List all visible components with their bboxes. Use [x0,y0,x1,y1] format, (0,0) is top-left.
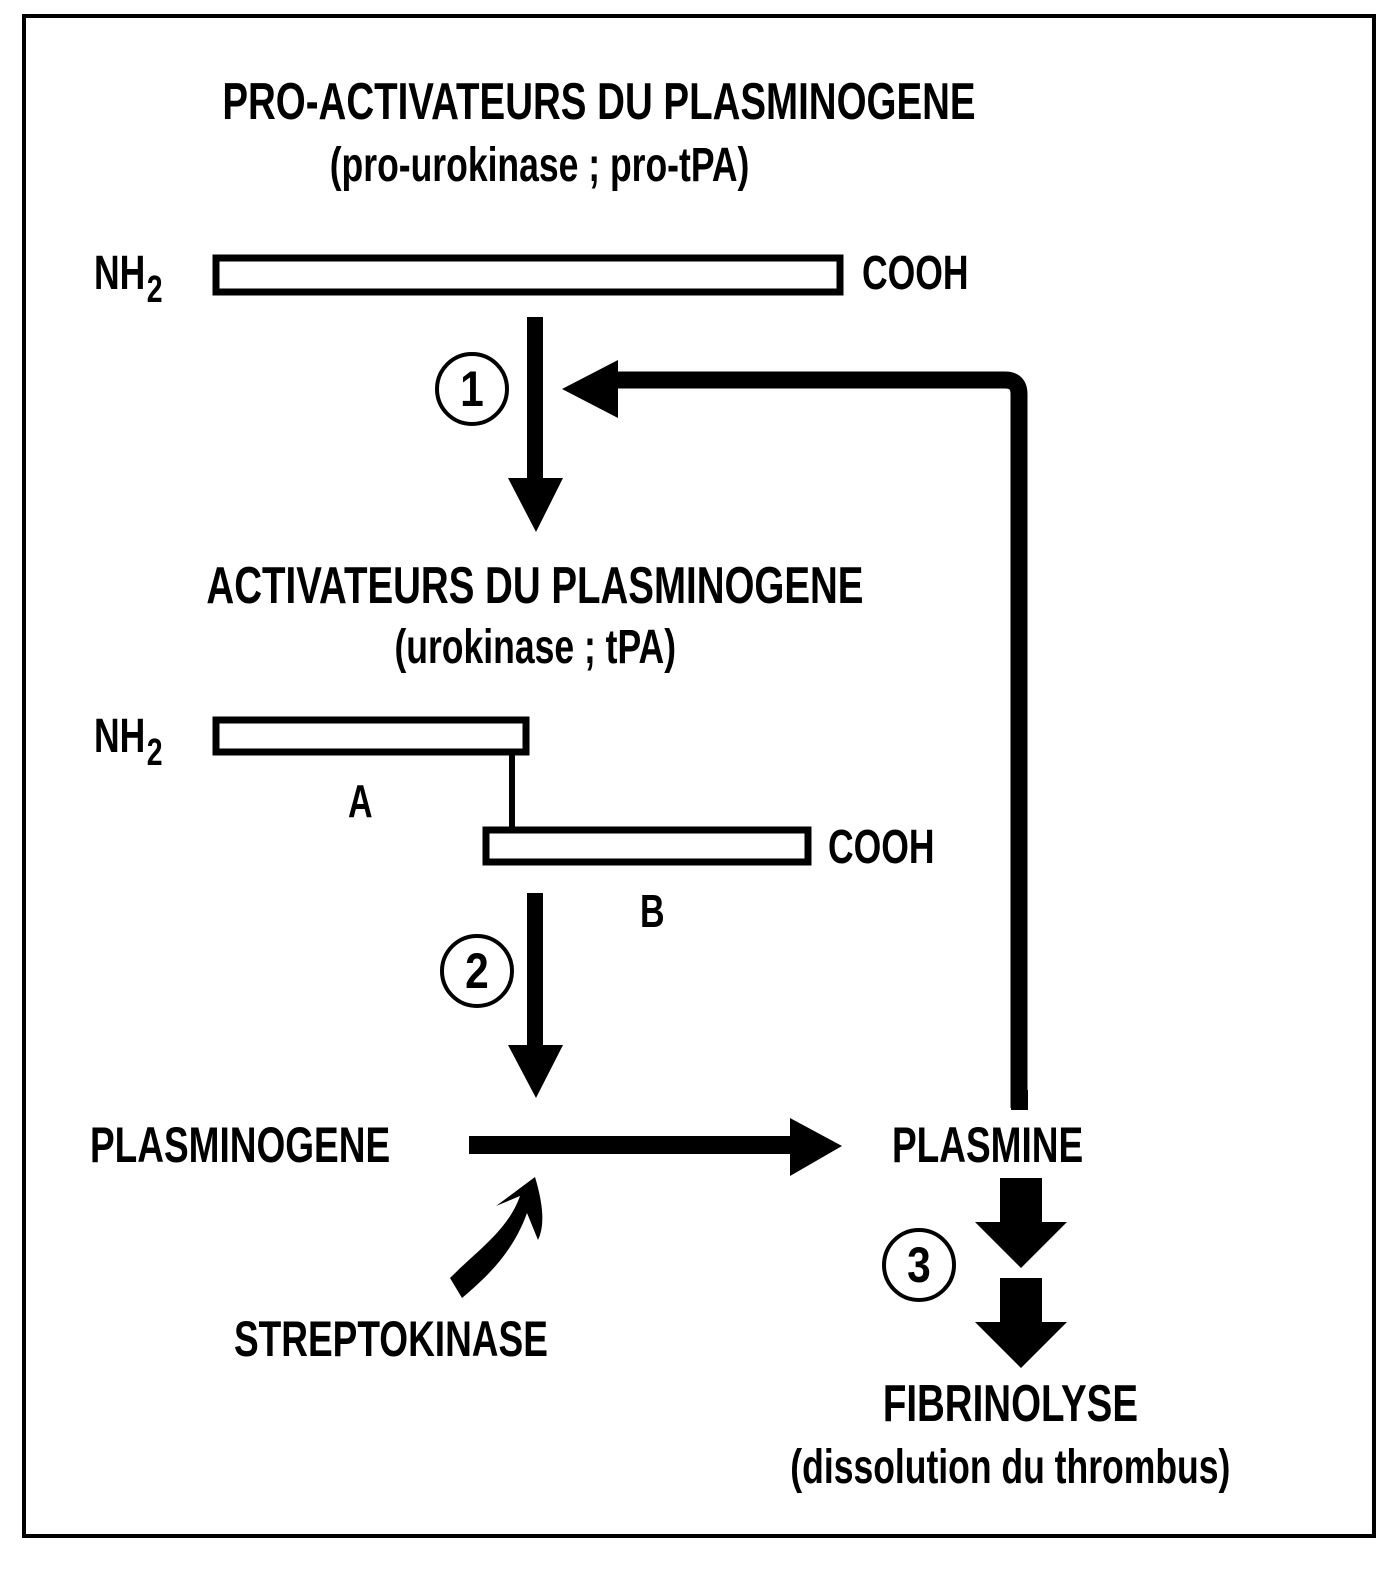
pro-activators-subtitle: (pro-urokinase ; pro-tPA) [330,139,750,192]
n-terminus-text: NH [94,247,146,300]
step-1-number: 1 [460,361,484,417]
step-2-number: 2 [465,943,489,999]
plasminogen-label: PLASMINOGENE [90,1117,391,1173]
activators-title-wrap: ACTIVATEURS DU PLASMINOGENE [90,560,980,612]
activator-chain-a-bar [212,716,530,756]
n-terminus-text: NH [94,710,146,763]
plasmin-feedback-stub [1011,1090,1028,1110]
activators-title: ACTIVATEURS DU PLASMINOGENE [206,557,864,615]
streptokinase-label: STREPTOKINASE [234,1311,548,1367]
chain-b-label: B [640,885,665,937]
step-2-badge: 2 [440,934,514,1008]
streptokinase-arrow [450,1177,543,1298]
fibrinolysis-subtitle: (dissolution du thrombus) [790,1441,1230,1494]
pro-activators-title: PRO-ACTIVATEURS DU PLASMINOGENE [222,73,976,131]
diagram-frame [22,14,1376,1538]
step-1-arrow [508,317,563,532]
pro-activator-single-chain-bar [212,254,844,296]
step-2-arrow [508,893,563,1098]
activator-chain-b-bar [482,826,812,866]
plasmin-label: PLASMINE [892,1117,1084,1173]
fibrinolysis-title-wrap: FIBRINOLYSE [710,1378,1310,1430]
step-3-badge: 3 [882,1228,956,1302]
step-3-number: 3 [907,1237,931,1293]
chain-a-label: A [348,775,373,827]
activator-n-terminus: NH2 [94,710,187,773]
activators-subtitle-wrap: (urokinase ; tPA) [90,624,980,672]
activators-subtitle: (urokinase ; tPA) [394,621,676,674]
pro-activator-c-terminus: COOH [862,247,969,300]
step-3-arrows [975,1178,1067,1368]
fibrinolysis-label: FIBRINOLYSE [882,1375,1138,1433]
pro-activator-n-terminus: NH2 [94,247,187,310]
step-1-badge: 1 [435,352,509,426]
activator-c-terminus: COOH [828,821,935,874]
pro-activators-subtitle-wrap: (pro-urokinase ; pro-tPA) [90,142,990,190]
n-terminus-subscript: 2 [146,268,163,312]
pro-activators-title-wrap: PRO-ACTIVATEURS DU PLASMINOGENE [90,76,990,128]
feedback-arrow [562,360,1028,1108]
fibrinolysis-subtitle-wrap: (dissolution du thrombus) [710,1444,1310,1492]
plasminogen-to-plasmin-arrow [469,1118,842,1176]
n-terminus-subscript: 2 [146,731,163,775]
